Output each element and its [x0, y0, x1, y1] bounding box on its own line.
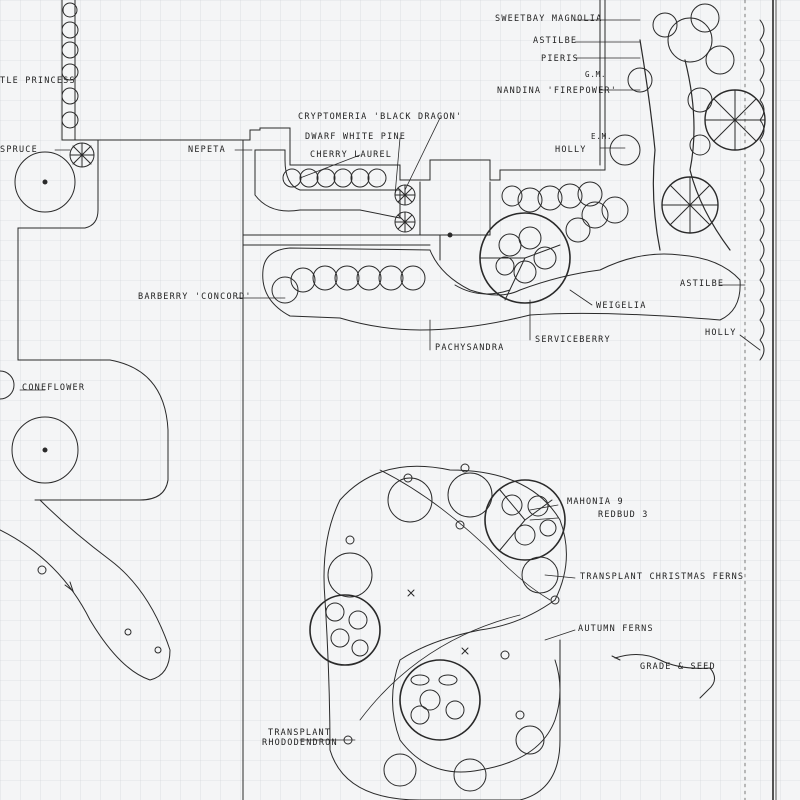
- label-cryptomeria: Cryptomeria 'Black Dragon': [298, 112, 463, 122]
- label-cherry-laurel: Cherry Laurel: [310, 150, 393, 160]
- label-autumn-ferns: Autumn Ferns: [578, 624, 654, 634]
- label-gm: G.M.: [585, 70, 607, 79]
- label-dwarf-white-pine: Dwarf White Pine: [305, 132, 407, 142]
- label-redbud: Redbud 3: [598, 510, 649, 520]
- island-bed: [309, 463, 567, 800]
- label-sweetbay-magnolia: Sweetbay Magnolia: [495, 14, 603, 24]
- label-pieris: Pieris: [541, 54, 579, 64]
- label-holly-top: Holly: [555, 145, 587, 155]
- label-pachysandra: Pachysandra: [435, 343, 505, 353]
- label-mahonia: Mahonia 9: [567, 497, 624, 507]
- bed-barberry: [262, 247, 741, 331]
- label-astilbe-right: Astilbe: [680, 279, 725, 289]
- boundary-hedge: [759, 19, 765, 361]
- label-em: E.M.: [591, 132, 613, 141]
- label-transplant-rhodo-1: Transplant: [268, 728, 332, 738]
- grade-seed-swale: [611, 654, 715, 699]
- label-barberry: Barberry 'Concord': [138, 292, 252, 302]
- label-spruce: Spruce: [0, 145, 38, 155]
- label-transplant-rhodo-2: Rhododendron: [262, 738, 338, 748]
- leader-lines: [19, 19, 761, 741]
- label-nandina: Nandina 'Firepower': [497, 86, 618, 96]
- label-tle-princess: tle Princess: [0, 76, 76, 86]
- label-serviceberry: Serviceberry: [535, 335, 611, 345]
- upper-right-shrubs: [447, 3, 766, 251]
- label-astilbe-top: Astilbe: [533, 36, 578, 46]
- property-boundary: [744, 0, 777, 800]
- label-holly-right: Holly: [705, 328, 737, 338]
- left-lawn-features: [0, 370, 162, 654]
- top-left-shrubs: [14, 2, 95, 213]
- label-coneflower: Coneflower: [22, 383, 86, 393]
- label-grade-seed: Grade & Seed: [640, 662, 716, 672]
- label-weigelia: Weigelia: [596, 301, 647, 311]
- barberry-row: [271, 265, 426, 304]
- cherry-laurel-row: [282, 168, 387, 188]
- label-transplant-ferns: Transplant Christmas Ferns: [580, 572, 745, 582]
- serviceberry-tree: [479, 212, 571, 304]
- label-nepeta: Nepeta: [188, 145, 226, 155]
- driveway: [0, 139, 441, 800]
